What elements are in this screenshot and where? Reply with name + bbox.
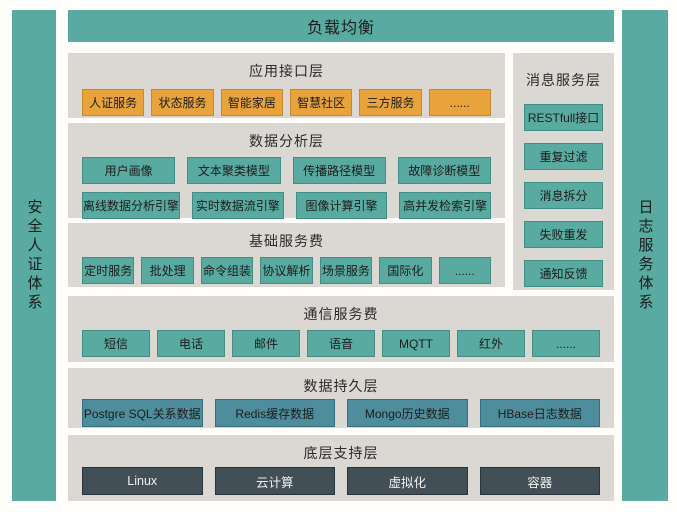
analysis-model-box: 传播路径模型 [292, 157, 386, 184]
layer-message-service: 消息服务层 RESTfull接口重复过滤消息拆分失败重发通知反馈 [513, 53, 614, 290]
message-service-box: RESTfull接口 [524, 104, 603, 131]
basic-service-box: 国际化 [379, 257, 432, 284]
message-service-box: 消息拆分 [524, 182, 603, 209]
communication-box: 短信 [82, 330, 150, 357]
app-service-box: 智能家居 [220, 89, 283, 116]
security-auth-label: 安全人证体系 [25, 198, 43, 313]
layer-communication-title: 通信服务费 [303, 306, 379, 322]
communication-box: ...... [532, 330, 600, 357]
message-service-boxes: RESTfull接口重复过滤消息拆分失败重发通知反馈 [513, 104, 614, 287]
analysis-model-box: 文本聚类模型 [187, 157, 281, 184]
persistence-box: Redis缓存数据 [214, 399, 335, 427]
app-interface-boxes: 人证服务状态服务智能家居智慧社区三方服务...... [68, 89, 505, 116]
layer-data-analysis-title: 数据分析层 [249, 133, 324, 149]
app-service-box: ...... [428, 89, 491, 116]
support-box: 虚拟化 [347, 467, 468, 495]
layer-persistence: 数据持久层 Postgre SQL关系数据 Redis缓存数据 Mongo历史数据 H… [68, 368, 614, 428]
app-service-box: 人证服务 [82, 89, 145, 116]
support-box: 云计算 [214, 467, 335, 495]
analysis-engine-box: 高并发检索引擎 [399, 192, 491, 219]
layer-basic-service-title: 基础服务费 [249, 233, 324, 249]
persistence-box: HBase日志数据 [479, 399, 600, 427]
app-service-box: 智慧社区 [289, 89, 353, 116]
communication-box: 语音 [307, 330, 375, 357]
support-boxes: Linux 云计算虚拟化容器 [68, 467, 614, 495]
communication-box: MQTT [382, 330, 450, 357]
layer-data-analysis: 数据分析层 用户画像文本聚类模型传播路径模型故障诊断模型 离线数据分析引擎实时数… [68, 123, 505, 219]
persistence-box: Mongo历史数据 [347, 399, 468, 427]
persistence-boxes: Postgre SQL关系数据 Redis缓存数据 Mongo历史数据 HBase日志… [68, 399, 614, 427]
basic-service-box: ...... [438, 257, 491, 284]
basic-service-box: 场景服务 [319, 257, 373, 284]
log-service-label: 日志服务体系 [636, 198, 654, 313]
communication-box: 邮件 [232, 330, 300, 357]
persistence-box: Postgre SQL关系数据 [82, 399, 203, 427]
message-service-box: 重复过滤 [524, 143, 603, 170]
basic-service-boxes: 定时服务批处理命令组装协议解析场景服务国际化...... [68, 257, 505, 284]
basic-service-box: 批处理 [141, 257, 194, 284]
communication-box: 红外 [457, 330, 525, 357]
data-analysis-boxes-row1: 用户画像文本聚类模型传播路径模型故障诊断模型 [68, 157, 505, 184]
analysis-model-box: 用户画像 [82, 157, 176, 184]
analysis-engine-box: 实时数据流引擎 [192, 192, 284, 219]
basic-service-box: 协议解析 [260, 257, 313, 284]
support-box: 容器 [479, 467, 600, 495]
analysis-engine-box: 离线数据分析引擎 [82, 192, 181, 219]
message-service-box: 失败重发 [524, 221, 603, 248]
message-service-box: 通知反馈 [524, 260, 603, 287]
layer-message-service-title: 消息服务层 [526, 72, 601, 88]
support-box: Linux [82, 467, 203, 495]
security-auth-sidebar: 安全人证体系 [12, 10, 56, 501]
analysis-engine-box: 图像计算引擎 [295, 192, 388, 219]
analysis-model-box: 故障诊断模型 [397, 157, 491, 184]
log-service-sidebar: 日志服务体系 [622, 10, 668, 501]
load-balancer-label: 负载均衡 [306, 20, 375, 37]
basic-service-box: 定时服务 [82, 257, 135, 284]
data-analysis-boxes-row2: 离线数据分析引擎实时数据流引擎图像计算引擎高并发检索引擎 [68, 192, 505, 219]
communication-boxes: 短信电话邮件语音 MQTT 红外...... [68, 330, 614, 357]
communication-box: 电话 [157, 330, 225, 357]
layer-support: 底层支持层 Linux 云计算虚拟化容器 [68, 435, 614, 501]
layer-app-interface-title: 应用接口层 [249, 63, 324, 79]
app-service-box: 状态服务 [151, 89, 214, 116]
layer-communication: 通信服务费 短信电话邮件语音 MQTT 红外...... [68, 296, 614, 362]
app-service-box: 三方服务 [359, 89, 422, 116]
basic-service-box: 命令组装 [200, 257, 254, 284]
layer-support-title: 底层支持层 [303, 445, 379, 461]
layer-app-interface: 应用接口层 人证服务状态服务智能家居智慧社区三方服务...... [68, 53, 505, 118]
layer-basic-service: 基础服务费 定时服务批处理命令组装协议解析场景服务国际化...... [68, 223, 505, 287]
layer-persistence-title: 数据持久层 [303, 378, 379, 394]
load-balancer-bar: 负载均衡 [68, 10, 614, 42]
